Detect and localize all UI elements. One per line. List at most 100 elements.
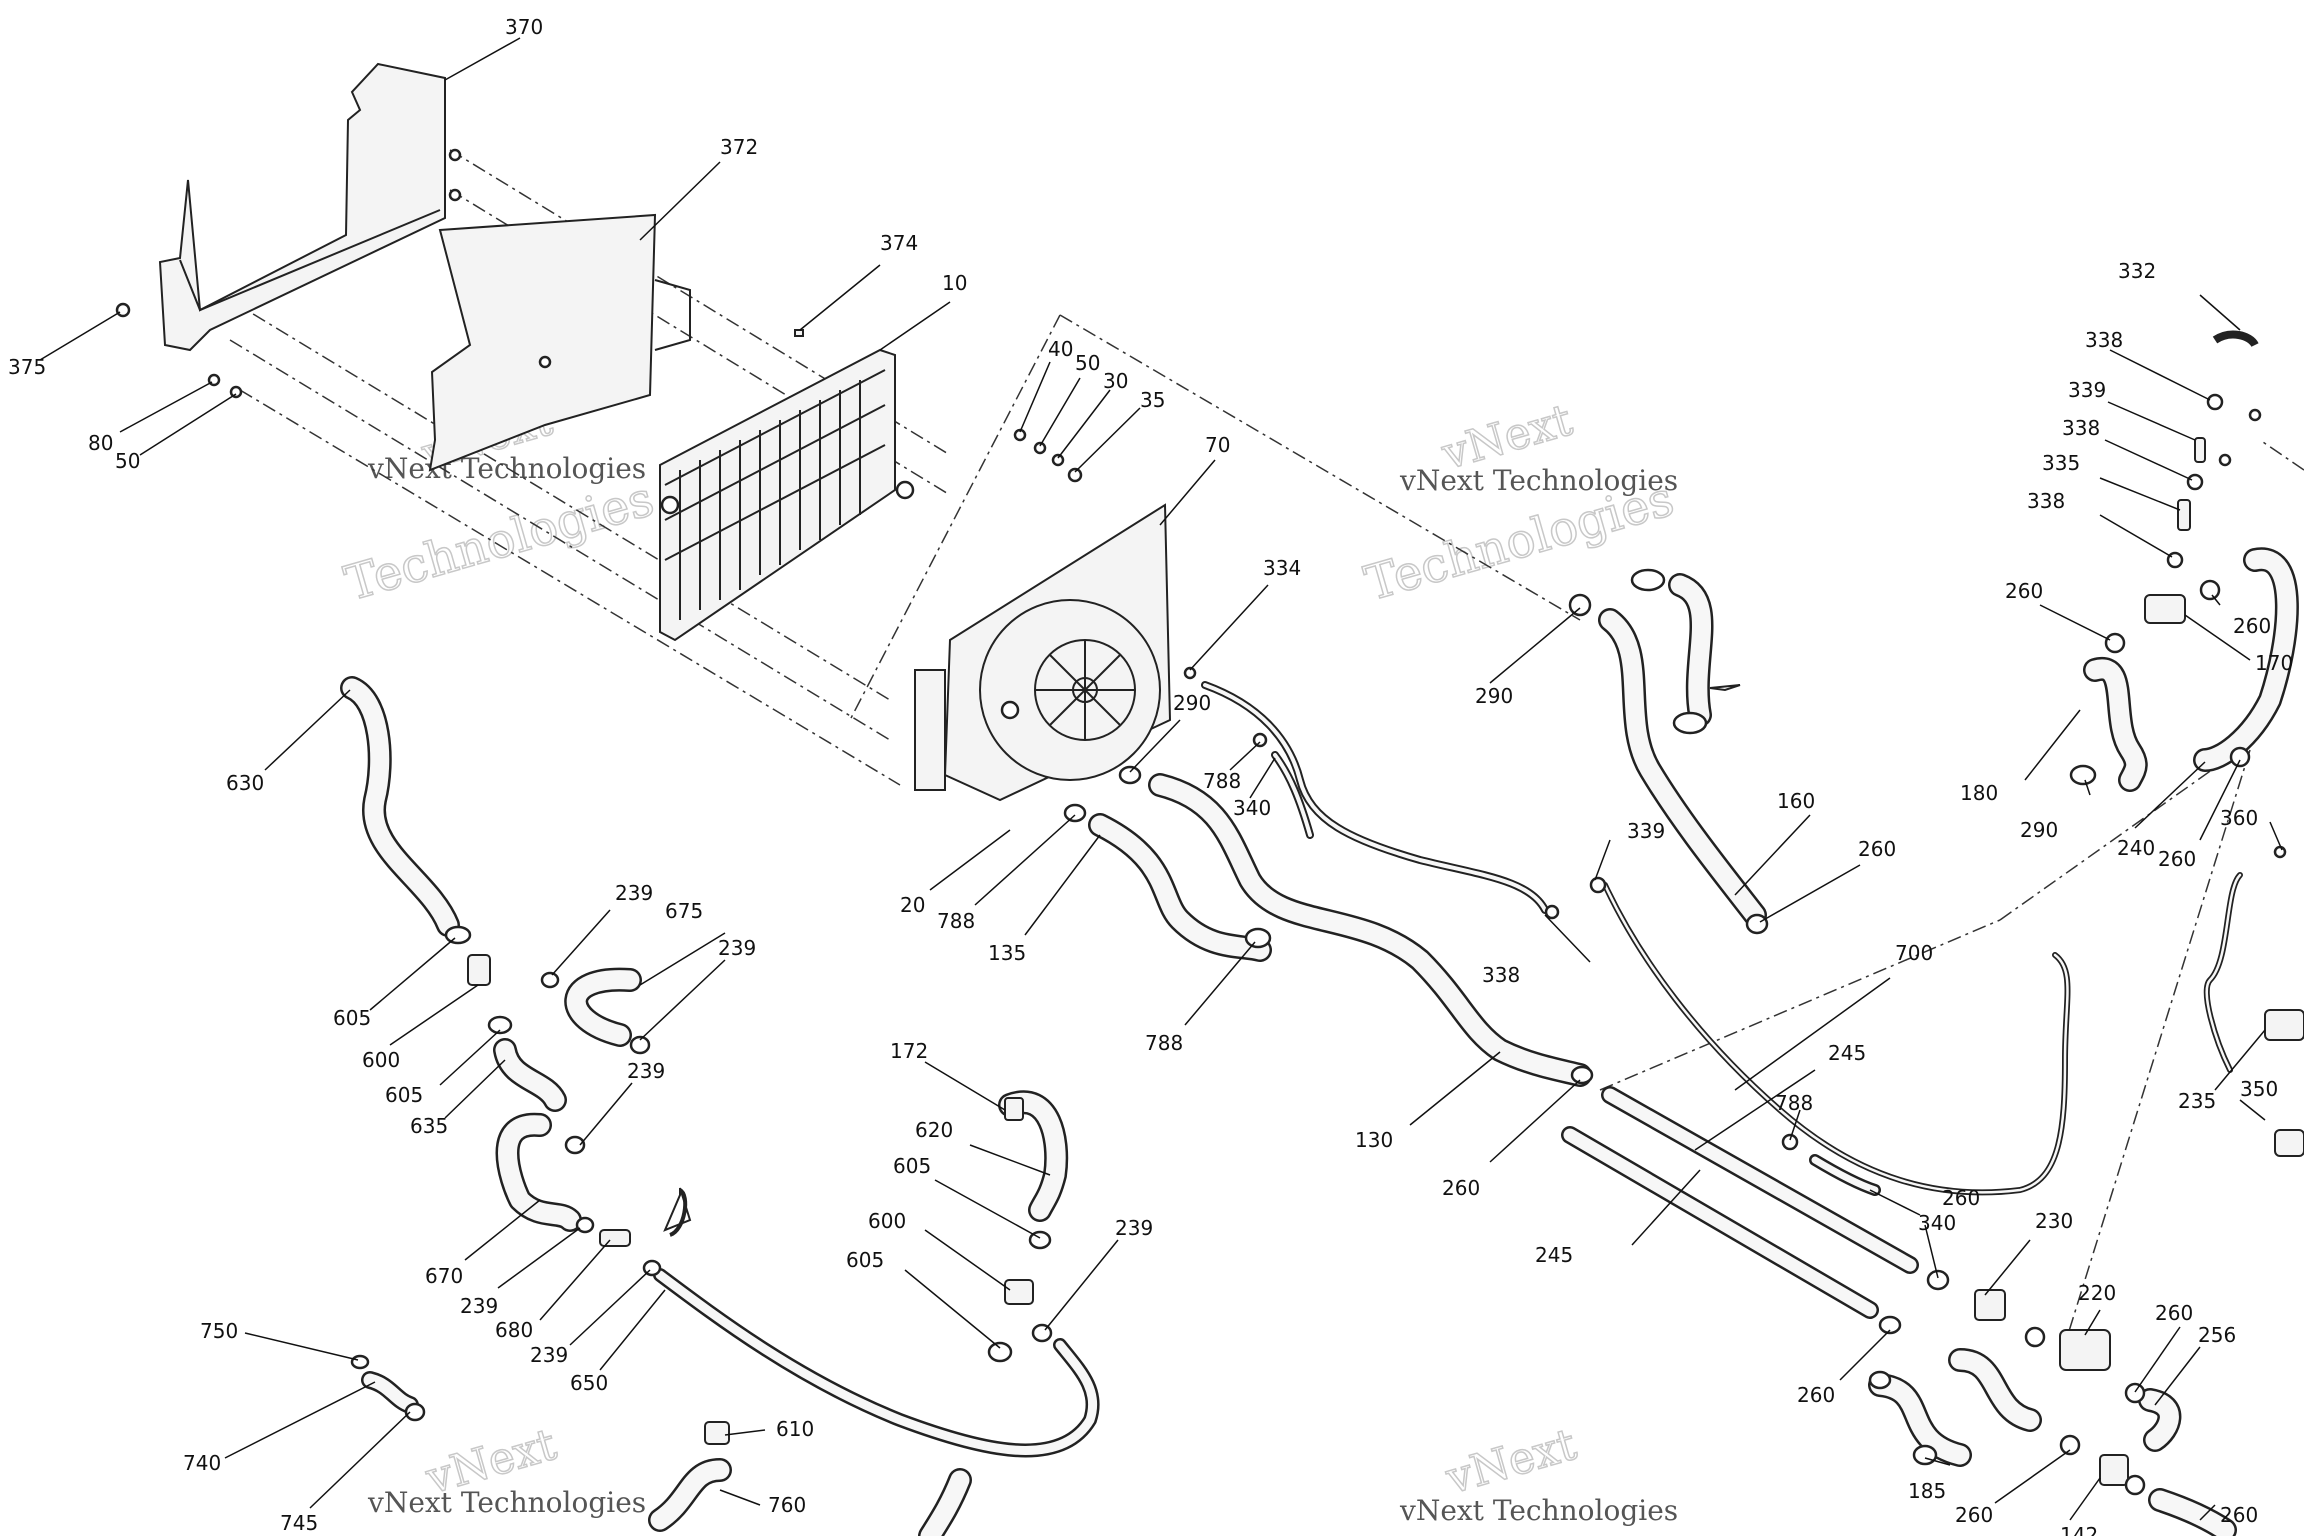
callout-10: 10 bbox=[942, 271, 967, 295]
hose-635 bbox=[493, 1038, 567, 1112]
callout-260-i: 260 bbox=[2233, 614, 2271, 638]
callout-338-c: 338 bbox=[2062, 416, 2100, 440]
callout-20: 20 bbox=[900, 893, 925, 917]
callout-630: 630 bbox=[226, 771, 264, 795]
callout-360: 360 bbox=[2220, 806, 2258, 830]
watermark-text-bottom-left: vNext Technologies bbox=[367, 1486, 646, 1519]
hose-256 bbox=[2138, 1388, 2182, 1452]
tube-245-lower bbox=[1561, 1126, 1879, 1319]
callout-740: 740 bbox=[183, 1451, 221, 1475]
callout-340-upper: 340 bbox=[1233, 796, 1271, 820]
callout-675: 675 bbox=[665, 899, 703, 923]
callout-160: 160 bbox=[1777, 789, 1815, 813]
hose-185 bbox=[1868, 1348, 2042, 1467]
callout-50-fan: 50 bbox=[1075, 351, 1100, 375]
callout-230: 230 bbox=[2035, 1209, 2073, 1233]
radiator-10 bbox=[659, 348, 915, 642]
callout-labels: 370 372 374 10 375 80 50 40 50 30 35 70 … bbox=[8, 15, 2293, 1536]
callout-220: 220 bbox=[2078, 1281, 2116, 1305]
callout-260-h: 260 bbox=[2005, 579, 2043, 603]
callout-260-g: 260 bbox=[2220, 1503, 2258, 1527]
callout-375: 375 bbox=[8, 355, 46, 379]
callout-760: 760 bbox=[768, 1493, 806, 1517]
callout-245-b: 245 bbox=[1535, 1243, 1573, 1267]
hose-180 bbox=[2083, 657, 2148, 792]
watermark-text-top-left: vNext Technologies bbox=[367, 452, 646, 485]
callout-35: 35 bbox=[1140, 388, 1165, 412]
hose-240 bbox=[2193, 547, 2299, 772]
callout-256: 256 bbox=[2198, 1323, 2236, 1347]
svg-text:Technologies: Technologies bbox=[339, 471, 660, 612]
hose-135 bbox=[1088, 813, 1272, 962]
hose-630 bbox=[340, 676, 460, 937]
hose-675 bbox=[564, 967, 642, 1047]
watermark-text-top-right: vNext Technologies bbox=[1399, 464, 1678, 497]
callout-130: 130 bbox=[1355, 1128, 1393, 1152]
callout-338-b: 338 bbox=[2085, 328, 2123, 352]
watermark-text-bottom-right: vNext Technologies bbox=[1399, 1494, 1678, 1527]
callout-374: 374 bbox=[880, 231, 918, 255]
callout-670: 670 bbox=[425, 1264, 463, 1288]
callout-260-b: 260 bbox=[1858, 837, 1896, 861]
callout-788-mid: 788 bbox=[1145, 1031, 1183, 1055]
callout-635: 635 bbox=[410, 1114, 448, 1138]
callout-70: 70 bbox=[1205, 433, 1230, 457]
callout-239-b: 239 bbox=[718, 936, 756, 960]
callout-680: 680 bbox=[495, 1318, 533, 1342]
hose-650 bbox=[653, 1268, 1100, 1458]
pipe-350 bbox=[2203, 872, 2243, 1073]
callout-605-d: 605 bbox=[846, 1248, 884, 1272]
hose-760 bbox=[648, 1458, 972, 1536]
callout-260-e: 260 bbox=[2155, 1301, 2193, 1325]
callout-30: 30 bbox=[1103, 369, 1128, 393]
callout-605-c: 605 bbox=[893, 1154, 931, 1178]
callout-290-fan: 290 bbox=[1173, 691, 1211, 715]
heat-shield-370 bbox=[158, 62, 462, 352]
callout-700: 700 bbox=[1895, 941, 1933, 965]
callout-335: 335 bbox=[2042, 451, 2080, 475]
hose-340a bbox=[1271, 751, 1314, 839]
callout-332: 332 bbox=[2118, 259, 2156, 283]
callout-605-b: 605 bbox=[385, 1083, 423, 1107]
callout-610: 610 bbox=[776, 1417, 814, 1441]
callout-620: 620 bbox=[915, 1118, 953, 1142]
callout-788-left: 788 bbox=[937, 909, 975, 933]
callout-338-d: 338 bbox=[2027, 489, 2065, 513]
callout-290-hose: 290 bbox=[1475, 684, 1513, 708]
callout-142: 142 bbox=[2060, 1523, 2098, 1536]
pipe-700 bbox=[1602, 882, 2071, 1196]
hose-upper-right bbox=[1668, 573, 1714, 727]
callout-350: 350 bbox=[2240, 1077, 2278, 1101]
callout-600-a: 600 bbox=[362, 1048, 400, 1072]
hose-160 bbox=[1598, 608, 1767, 927]
callout-290-right: 290 bbox=[2020, 818, 2058, 842]
callout-750: 750 bbox=[200, 1319, 238, 1343]
callout-650: 650 bbox=[570, 1371, 608, 1395]
clamps-and-fittings bbox=[115, 302, 2304, 1496]
heat-shield-372 bbox=[428, 213, 691, 472]
callout-80: 80 bbox=[88, 431, 113, 455]
pipe-334 bbox=[1201, 681, 1549, 914]
svg-text:vNext: vNext bbox=[1440, 1419, 1582, 1505]
callout-245-a: 245 bbox=[1828, 1041, 1866, 1065]
callout-239-c: 239 bbox=[627, 1059, 665, 1083]
callout-235: 235 bbox=[2178, 1089, 2216, 1113]
hose-620 bbox=[998, 1090, 1069, 1222]
callout-135: 135 bbox=[988, 941, 1026, 965]
callout-172: 172 bbox=[890, 1039, 928, 1063]
hose-740 bbox=[361, 1371, 419, 1414]
hose-130 bbox=[1148, 773, 1592, 1087]
callout-600-b: 600 bbox=[868, 1209, 906, 1233]
callout-338-a: 338 bbox=[1482, 963, 1520, 987]
callout-40: 40 bbox=[1048, 337, 1073, 361]
callout-745: 745 bbox=[280, 1511, 318, 1535]
hose-340b bbox=[1809, 1154, 1881, 1196]
callout-372: 372 bbox=[720, 135, 758, 159]
callout-260-c: 260 bbox=[1942, 1186, 1980, 1210]
callout-185: 185 bbox=[1908, 1479, 1946, 1503]
callout-240: 240 bbox=[2117, 836, 2155, 860]
callout-788-right: 788 bbox=[1775, 1091, 1813, 1115]
callout-260-d: 260 bbox=[1797, 1383, 1835, 1407]
tube-245-upper bbox=[1601, 1086, 1919, 1274]
